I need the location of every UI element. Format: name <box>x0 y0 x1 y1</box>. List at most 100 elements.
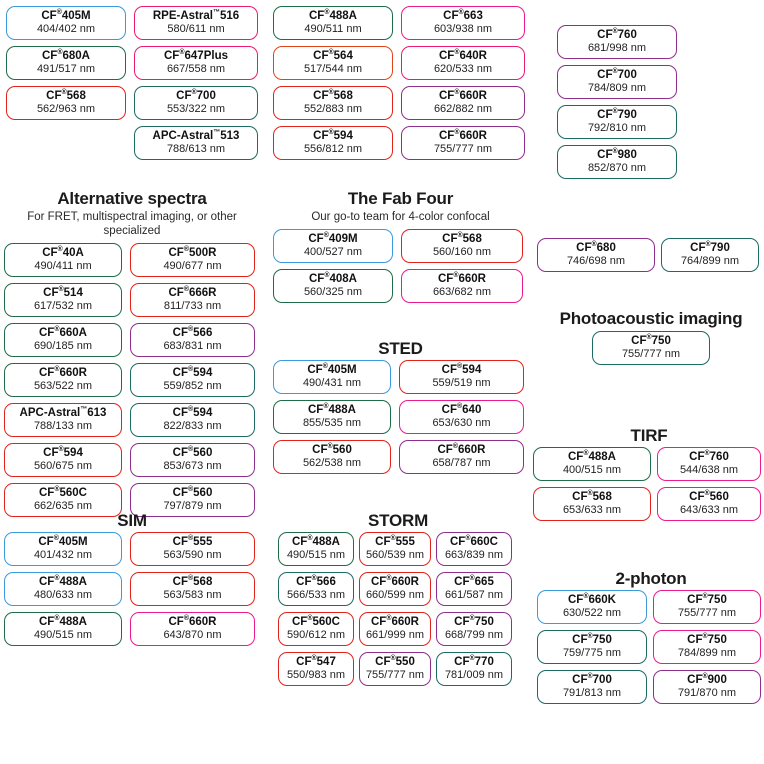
trademark-symbol: ™ <box>213 128 221 136</box>
trademark-symbol: ® <box>61 88 67 96</box>
dye-wavelengths: 552/883 nm <box>303 102 363 115</box>
dye-name: CF®488A <box>38 574 87 588</box>
section-title: 2-photon <box>615 569 687 588</box>
dye-wavelengths: 784/899 nm <box>677 646 737 659</box>
dye-name: CF®405M <box>41 8 91 22</box>
section-title: STORM <box>367 511 429 530</box>
dye-wavelengths: 791/813 nm <box>562 686 622 699</box>
dye-name: CF®568 <box>313 88 353 102</box>
trademark-symbol: ® <box>187 445 194 453</box>
trademark-symbol: ® <box>702 672 708 680</box>
trademark-symbol: ® <box>612 27 618 35</box>
dye-name: CF®750 <box>687 632 727 646</box>
dye-wavelengths: 556/812 nm <box>303 142 363 155</box>
dye-wavelengths: 480/633 nm <box>33 588 93 601</box>
dye-name: CF®900 <box>687 672 727 686</box>
dye-name: CF®660R <box>168 614 217 628</box>
dye-wavelengths: 563/583 nm <box>163 588 222 601</box>
dye-wavelengths: 404/402 nm <box>36 22 96 35</box>
dye-wavelengths: 553/322 nm <box>166 102 226 115</box>
dye-name: CF®660R <box>370 614 419 628</box>
dye-wavelengths: 490/515 nm <box>286 548 346 561</box>
